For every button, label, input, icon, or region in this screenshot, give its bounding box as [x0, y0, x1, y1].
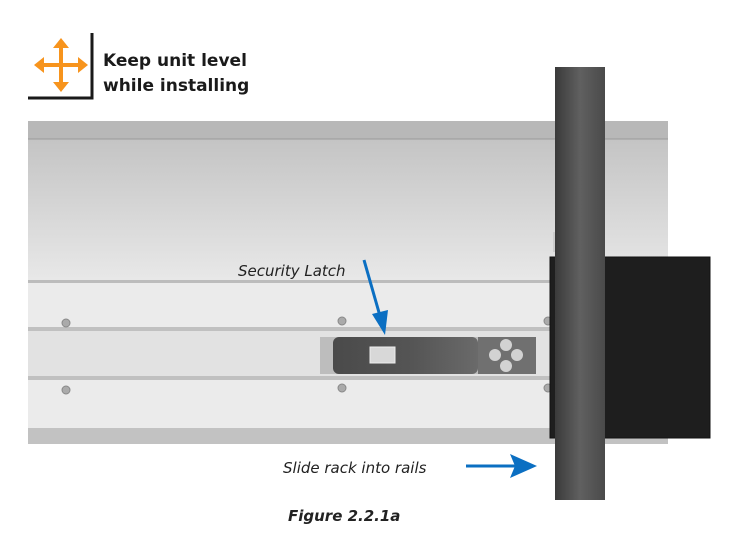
slide-rack-label: Slide rack into rails — [283, 459, 427, 477]
move-arrows-icon — [34, 38, 88, 92]
figure-caption: Figure 2.2.1a — [288, 507, 400, 525]
slide-arrow-icon — [466, 454, 537, 478]
header-line-2: while installing — [103, 76, 249, 96]
latch-arrow-icon — [362, 259, 388, 335]
corner-bracket — [28, 33, 94, 100]
rack-post — [555, 67, 605, 500]
security-latch[interactable] — [320, 337, 536, 374]
security-latch-label: Security Latch — [238, 262, 346, 280]
header-line-1: Keep unit level — [103, 51, 247, 71]
level-instruction: Keep unit level while installing — [28, 33, 249, 100]
